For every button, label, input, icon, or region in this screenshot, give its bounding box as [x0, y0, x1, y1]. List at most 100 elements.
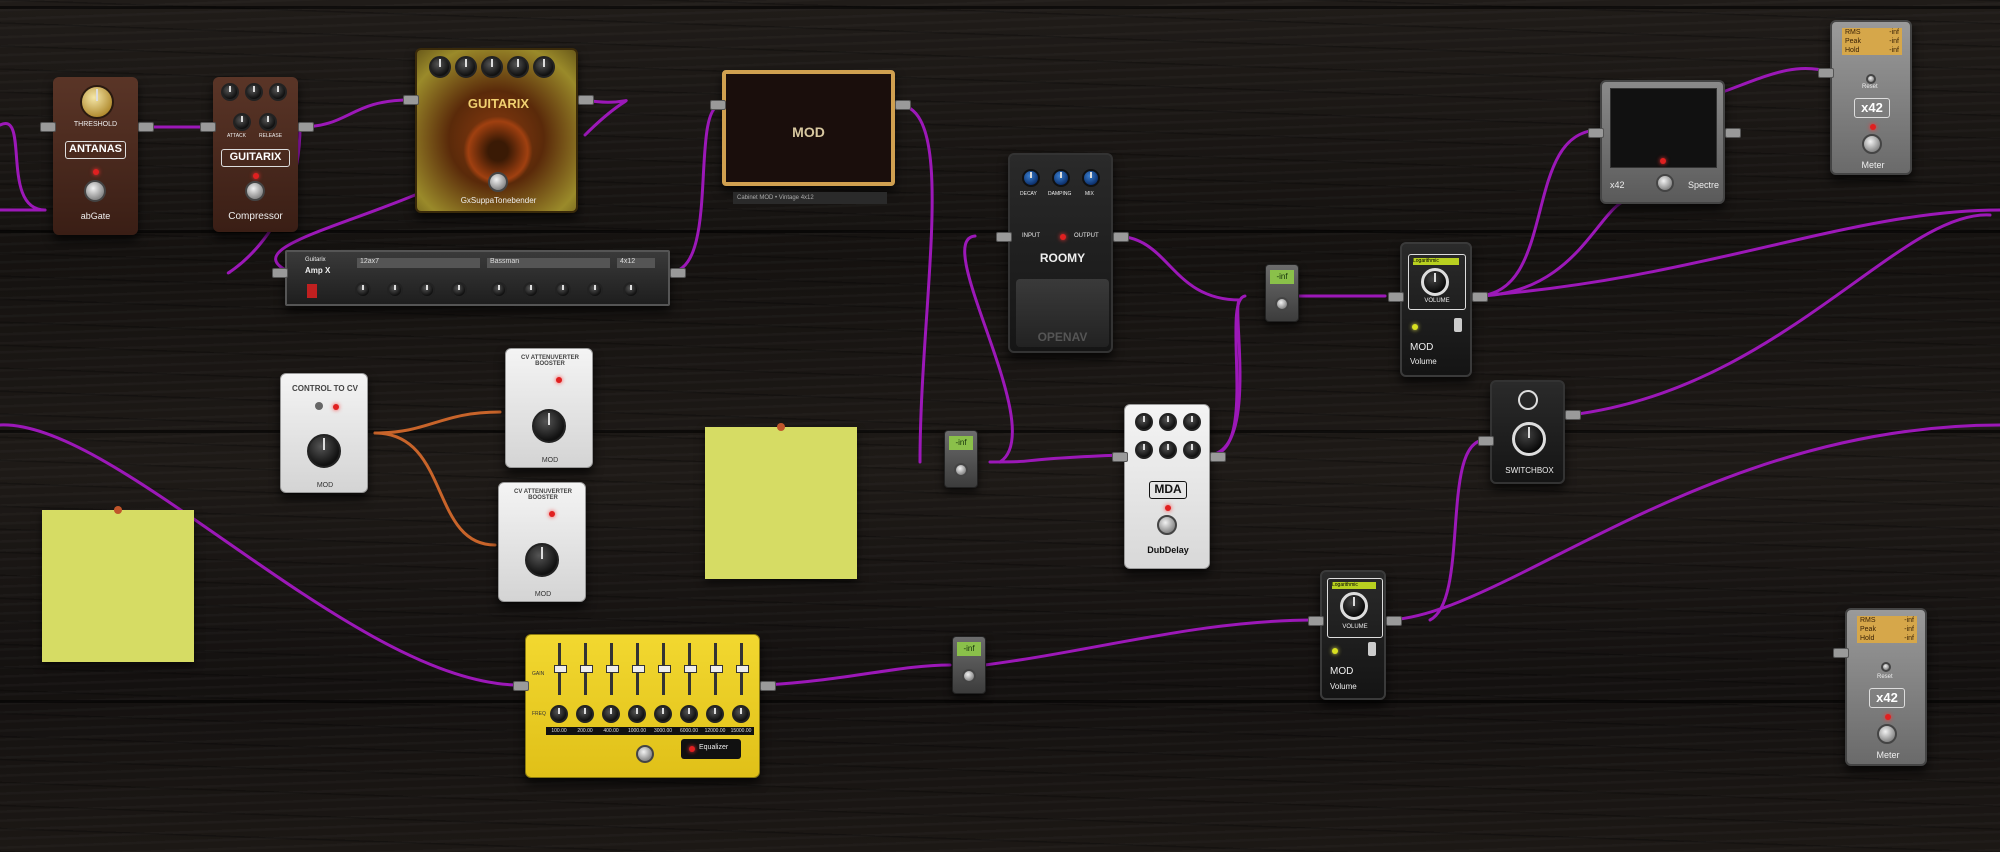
damping-knob[interactable]	[1052, 169, 1070, 187]
bypass-footswitch[interactable]	[1656, 174, 1674, 192]
cable[interactable]	[298, 98, 412, 129]
input-jack[interactable]	[1478, 436, 1494, 446]
eq-gain-handle[interactable]	[658, 665, 671, 673]
input-jack[interactable]	[513, 681, 529, 691]
cable[interactable]	[0, 423, 527, 687]
eq-gain-handle[interactable]	[736, 665, 749, 673]
volume-knob[interactable]	[1340, 592, 1368, 620]
volume-pedal-1[interactable]: Logarithmic VOLUME MOD Volume	[1400, 242, 1472, 377]
input-jack[interactable]	[1588, 128, 1604, 138]
tone-knob[interactable]	[1183, 441, 1201, 459]
cable[interactable]	[274, 193, 417, 274]
input-jack[interactable]	[1112, 452, 1128, 462]
cable[interactable]	[0, 122, 47, 212]
output-jack[interactable]	[895, 100, 911, 110]
eq-gain-slider[interactable]	[554, 643, 567, 695]
cable[interactable]	[1428, 438, 1487, 622]
output-jack[interactable]	[1113, 232, 1129, 242]
input-jack[interactable]	[403, 95, 419, 105]
mix-knob[interactable]	[1082, 169, 1100, 187]
input-jack[interactable]	[1833, 648, 1849, 658]
cable[interactable]	[1473, 198, 1632, 298]
eq-gain-slider[interactable]	[684, 643, 697, 695]
cable[interactable]	[1113, 234, 1242, 302]
eq-freq-knob[interactable]	[602, 705, 620, 723]
tuner-1[interactable]: -inf	[1265, 264, 1299, 322]
toggle-switch[interactable]	[1454, 318, 1462, 332]
input-jack[interactable]	[996, 232, 1012, 242]
eq-gain-slider[interactable]	[736, 643, 749, 695]
booster-knob[interactable]	[532, 409, 566, 443]
presence-knob[interactable]	[587, 282, 603, 298]
cable[interactable]	[1383, 423, 2000, 622]
drive-knob[interactable]	[387, 282, 403, 298]
toggle-switch[interactable]	[1368, 642, 1376, 656]
meter-pedal-1[interactable]: RMS-inf Peak-inf Hold-inf Reset x42 Mete…	[1830, 20, 1912, 175]
eq-freq-knob[interactable]	[628, 705, 646, 723]
eq-gain-handle[interactable]	[606, 665, 619, 673]
cv-booster-1[interactable]: CV ATTENUVERTER BOOSTER MOD	[505, 348, 593, 468]
input-jack[interactable]	[1818, 68, 1834, 78]
bypass-footswitch[interactable]	[245, 181, 265, 201]
tuner-footswitch[interactable]	[1275, 297, 1289, 311]
knob-1[interactable]	[429, 56, 451, 78]
cable[interactable]	[763, 663, 952, 687]
eq-gain-slider[interactable]	[580, 643, 593, 695]
threshold-knob[interactable]	[221, 83, 239, 101]
rate-knob[interactable]	[1159, 441, 1177, 459]
switch-knob[interactable]	[1512, 422, 1546, 456]
sticky-note[interactable]	[705, 423, 857, 579]
eq-gain-handle[interactable]	[684, 665, 697, 673]
eq-freq-knob[interactable]	[732, 705, 750, 723]
bypass-footswitch[interactable]	[84, 180, 106, 202]
cable[interactable]	[1568, 213, 1992, 417]
abgate-pedal[interactable]: THRESHOLD ANTANAS abGate	[53, 77, 138, 235]
knob-3[interactable]	[481, 56, 503, 78]
cable[interactable]	[988, 453, 1122, 464]
toggle-switch[interactable]	[315, 402, 323, 410]
output-knob[interactable]	[623, 282, 639, 298]
depth-knob[interactable]	[1135, 441, 1153, 459]
eq-freq-knob[interactable]	[654, 705, 672, 723]
cabinet-pedal[interactable]: MOD	[722, 70, 895, 186]
bypass-footswitch[interactable]	[488, 172, 508, 192]
input-jack[interactable]	[200, 122, 216, 132]
cable[interactable]	[1473, 208, 2000, 298]
release-knob[interactable]	[269, 83, 287, 101]
mix-knob[interactable]	[1183, 413, 1201, 431]
release-knob[interactable]	[259, 113, 277, 131]
cable[interactable]	[668, 103, 722, 274]
eq-gain-handle[interactable]	[710, 665, 723, 673]
output-jack[interactable]	[578, 95, 594, 105]
bypass-footswitch[interactable]	[1862, 134, 1882, 154]
roomy-pedal[interactable]: DECAY DAMPING MIX INPUT OUTPUT ROOMY OPE…	[1008, 153, 1113, 353]
cv-cable[interactable]	[373, 410, 502, 435]
meter-pedal-2[interactable]: RMS-inf Peak-inf Hold-inf Reset x42 Mete…	[1845, 608, 1927, 766]
switchbox-pedal[interactable]: SWITCHBOX	[1490, 380, 1565, 484]
input-jack[interactable]	[40, 122, 56, 132]
decay-knob[interactable]	[1022, 169, 1040, 187]
output-jack[interactable]	[1565, 410, 1581, 420]
eq-freq-knob[interactable]	[680, 705, 698, 723]
input-jack[interactable]	[710, 100, 726, 110]
taper-select[interactable]: Logarithmic	[1332, 582, 1376, 589]
tuner-3[interactable]: -inf	[952, 636, 986, 694]
output-jack[interactable]	[1725, 128, 1741, 138]
control-to-cv-pedal[interactable]: CONTROL TO CV MOD	[280, 373, 368, 493]
cable[interactable]	[583, 98, 628, 137]
cable[interactable]	[893, 103, 934, 464]
booster-knob[interactable]	[525, 543, 559, 577]
feedback-knob[interactable]	[1159, 413, 1177, 431]
eq-gain-slider[interactable]	[658, 643, 671, 695]
output-jack[interactable]	[298, 122, 314, 132]
sticky-note[interactable]	[42, 506, 194, 662]
compressor-pedal[interactable]: ATTACK RELEASE GUITARIX Compressor	[213, 77, 298, 232]
output-jack[interactable]	[1472, 292, 1488, 302]
tuner-footswitch[interactable]	[962, 669, 976, 683]
eq-freq-knob[interactable]	[576, 705, 594, 723]
eq-freq-knob[interactable]	[706, 705, 724, 723]
cable[interactable]	[1208, 294, 1247, 457]
output-jack[interactable]	[1210, 452, 1226, 462]
amp-chain-knob[interactable]	[451, 282, 467, 298]
